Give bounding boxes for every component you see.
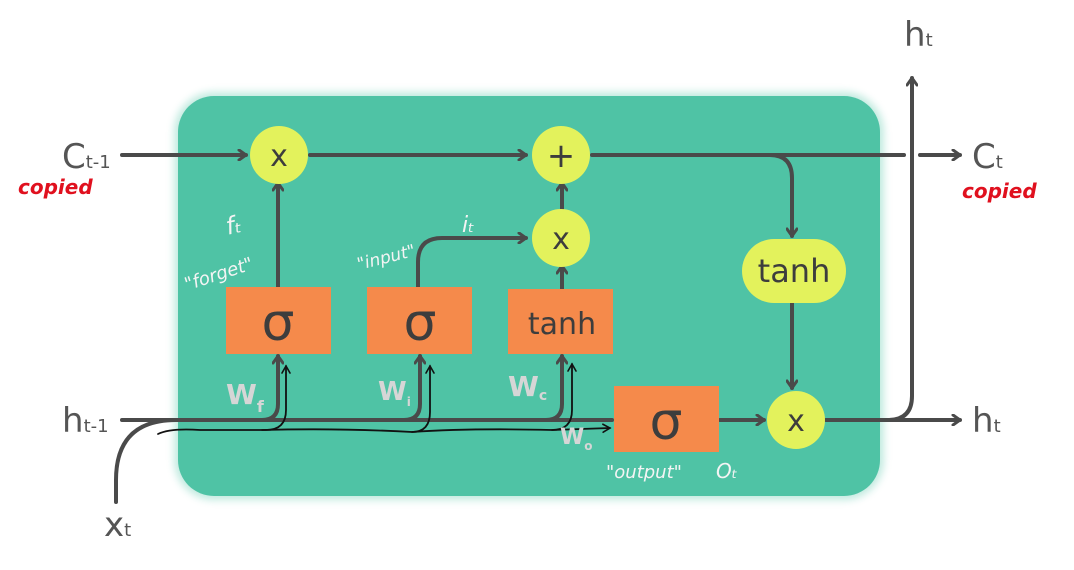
c-out-copied-note: copied bbox=[962, 179, 1037, 203]
forget-output-label: fₜ bbox=[223, 210, 244, 241]
input-multiply-node: x bbox=[532, 209, 590, 267]
weight-forget-label: Wf bbox=[226, 378, 265, 416]
output-gate-box bbox=[614, 386, 719, 452]
h-out-right-label: ht bbox=[972, 401, 1001, 441]
weight-input-label: Wi bbox=[378, 377, 411, 409]
trunk-to-input-gate bbox=[402, 354, 420, 422]
c-out-label: Ct bbox=[972, 137, 1003, 177]
output-gate-symbol: σ bbox=[650, 392, 683, 452]
trunk-to-forget-gate bbox=[260, 354, 278, 422]
candidate-gate-symbol: tanh bbox=[528, 307, 596, 342]
output-gate-name: "output" bbox=[606, 462, 682, 483]
x-input-curve bbox=[114, 418, 178, 504]
input-output-label: iₜ bbox=[462, 213, 475, 238]
handdrawn-flow-lines bbox=[157, 362, 612, 435]
x-input-label: xt bbox=[104, 505, 131, 545]
output-multiply-node: x bbox=[767, 391, 825, 449]
cell-tanh-node: tanh bbox=[742, 239, 846, 303]
h-prev-label: ht-1 bbox=[62, 401, 109, 441]
input-gate-symbol: σ bbox=[404, 293, 437, 353]
cell-to-tanh bbox=[768, 153, 792, 238]
forget-multiply-node: x bbox=[250, 126, 308, 184]
connection-lines bbox=[114, 76, 962, 504]
svg-text:tanh: tanh bbox=[758, 252, 831, 290]
candidate-gate-box bbox=[508, 289, 613, 354]
svg-text:+: + bbox=[547, 136, 576, 176]
c-prev-label: Ct-1 bbox=[62, 137, 111, 177]
trunk-to-candidate-gate bbox=[544, 354, 562, 422]
add-node: + bbox=[532, 126, 590, 184]
input-gate-box bbox=[367, 287, 472, 354]
svg-text:x: x bbox=[270, 139, 288, 174]
input-gate-to-mult bbox=[416, 238, 528, 289]
weight-candidate-label: Wc bbox=[508, 370, 547, 404]
candidate-gate: tanh bbox=[508, 289, 613, 354]
h-out-top-label: ht bbox=[904, 15, 933, 55]
h-out-upward bbox=[886, 76, 912, 422]
forget-gate-symbol: σ bbox=[262, 293, 295, 353]
output-gate: σ bbox=[614, 386, 719, 452]
forget-gate: σ bbox=[226, 287, 331, 354]
svg-text:x: x bbox=[787, 404, 805, 439]
forget-gate-box bbox=[226, 287, 331, 354]
svg-text:x: x bbox=[552, 222, 570, 257]
c-prev-copied-note: copied bbox=[18, 175, 93, 199]
weight-output-label: Wo bbox=[560, 425, 593, 453]
output-output-label: Oₜ bbox=[716, 459, 738, 483]
input-gate: σ bbox=[367, 287, 472, 354]
